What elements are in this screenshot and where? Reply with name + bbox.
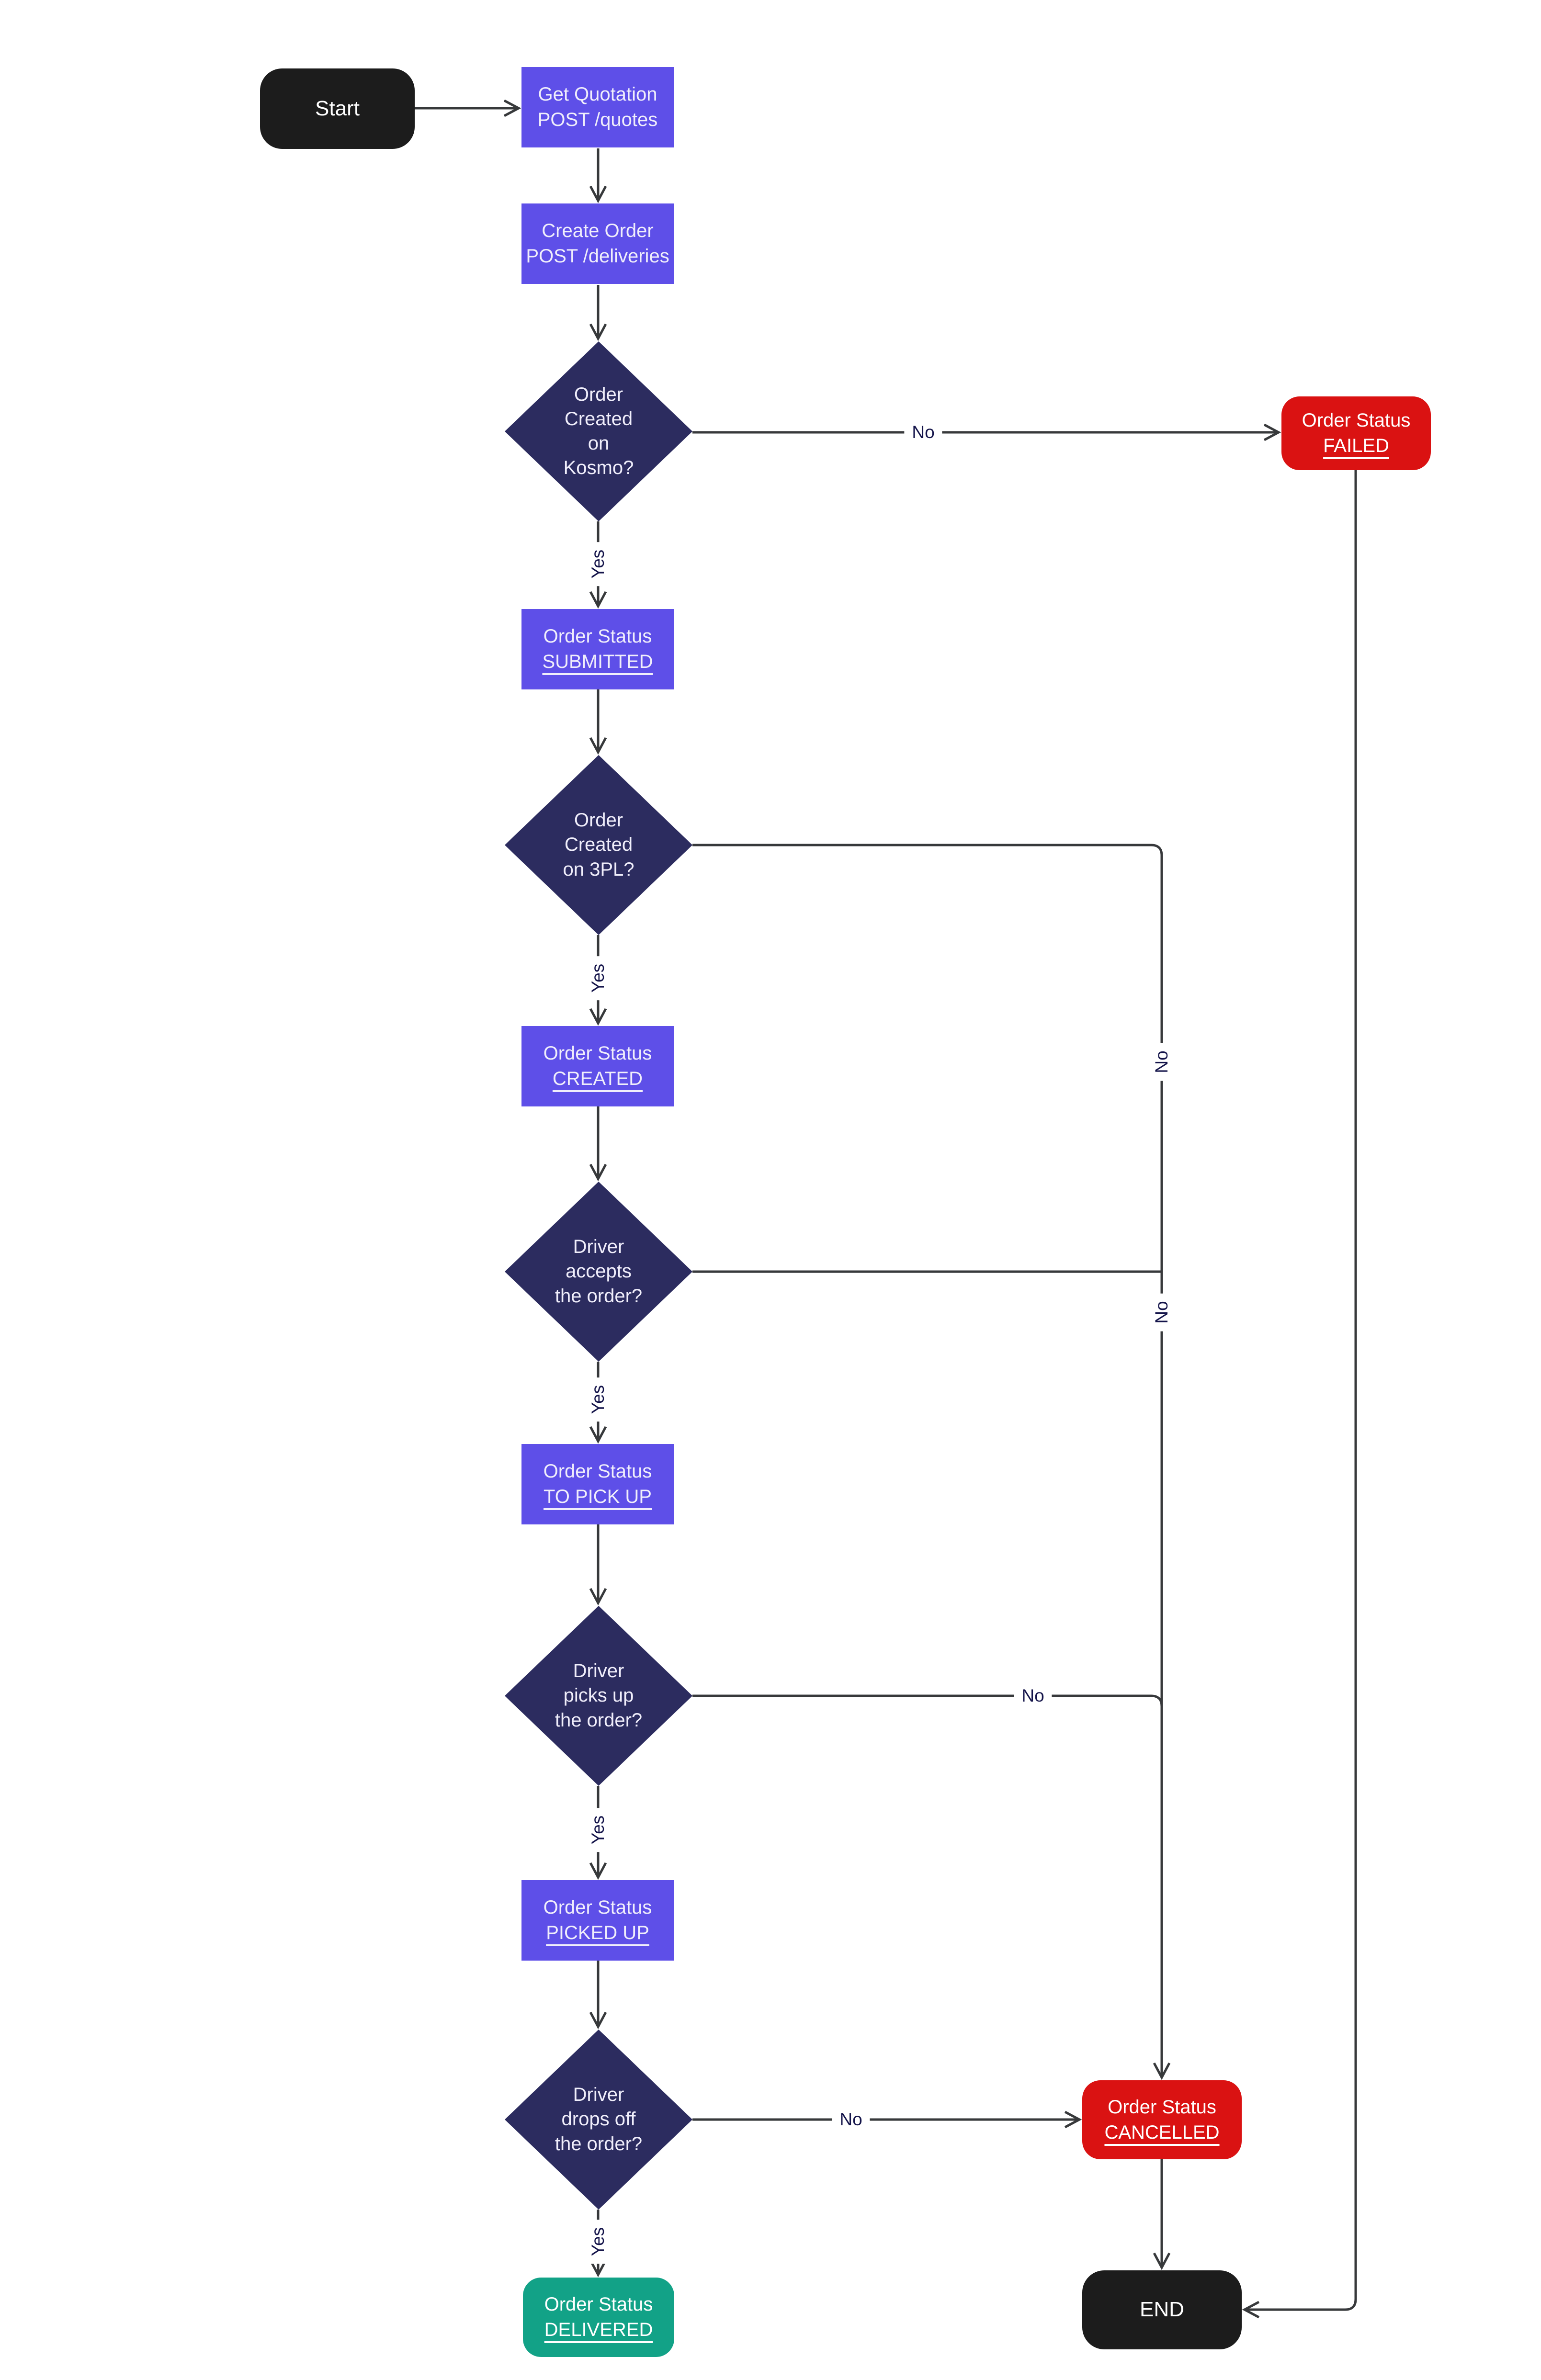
created-line2: CREATED	[552, 1068, 643, 1089]
edge-label-trunk-no-lower: No	[1151, 1293, 1173, 1331]
kosmo-line: on	[588, 433, 610, 454]
delivered-line1: Order Status	[544, 2294, 653, 2315]
accepts-line: Driver	[573, 1236, 624, 1258]
node-status-to-pick-up: Order Status TO PICK UP	[521, 1444, 674, 1524]
kosmo-line: Kosmo?	[563, 457, 634, 479]
node-start: Start	[260, 68, 415, 149]
create-order-line2: POST /deliveries	[526, 246, 669, 267]
dropsoff-line: drops off	[561, 2109, 636, 2130]
failed-line2: FAILED	[1323, 435, 1389, 456]
end-label: END	[1140, 2298, 1184, 2322]
threepl-line: on 3PL?	[563, 858, 635, 880]
submitted-line1: Order Status	[543, 626, 652, 647]
edge-label-accepts-yes: Yes	[587, 1377, 609, 1422]
edge-label-kosmo-no: No	[904, 421, 942, 443]
edge-label-dropsoff-yes: Yes	[587, 2219, 609, 2264]
node-status-delivered: Order Status DELIVERED	[523, 2278, 674, 2357]
get-quotation-line2: POST /quotes	[537, 109, 658, 130]
node-status-cancelled: Order Status CANCELLED	[1082, 2080, 1242, 2159]
cancelled-line1: Order Status	[1108, 2096, 1216, 2118]
edge-label-kosmo-yes: Yes	[587, 541, 609, 587]
failed-line1: Order Status	[1302, 410, 1411, 431]
delivered-line2: DELIVERED	[544, 2319, 653, 2340]
picksup-line: the order?	[555, 1709, 643, 1731]
connector-picksup-no-to-trunk	[692, 1694, 1163, 1707]
topickup-line2: TO PICK UP	[544, 1486, 652, 1507]
get-quotation-line1: Get Quotation	[538, 84, 657, 105]
connector-failed-to-end	[1242, 470, 1357, 2319]
edge-label-picksup-yes: Yes	[587, 1807, 609, 1852]
dropsoff-line: the order?	[555, 2133, 643, 2154]
edge-label-3pl-yes: Yes	[587, 956, 609, 1001]
submitted-line2: SUBMITTED	[542, 651, 653, 672]
kosmo-line: Order	[574, 384, 623, 405]
create-order-line1: Create Order	[542, 220, 654, 242]
pickedup-line2: PICKED UP	[546, 1922, 649, 1943]
node-create-order: Create Order POST /deliveries	[521, 203, 674, 284]
node-status-picked-up: Order Status PICKED UP	[521, 1880, 674, 1961]
cancelled-line2: CANCELLED	[1104, 2121, 1220, 2143]
edge-label-trunk-no-upper: No	[1151, 1043, 1173, 1081]
threepl-line: Order	[574, 810, 623, 831]
edge-label-picksup-no: No	[1014, 1685, 1052, 1707]
edge-label-dropsoff-no: No	[832, 2109, 870, 2131]
node-status-submitted: Order Status SUBMITTED	[521, 609, 674, 689]
picksup-line: Driver	[573, 1660, 624, 1682]
picksup-line: picks up	[563, 1685, 634, 1706]
node-end: END	[1082, 2270, 1242, 2349]
pickedup-line1: Order Status	[543, 1897, 652, 1918]
connector-3pl-no-trunk-to-cancelled	[692, 844, 1171, 2080]
kosmo-line: Created	[564, 408, 633, 429]
start-label: Start	[315, 96, 360, 120]
node-status-failed: Order Status FAILED	[1281, 396, 1431, 470]
node-status-created: Order Status CREATED	[521, 1026, 674, 1106]
topickup-line1: Order Status	[543, 1461, 652, 1482]
accepts-line: the order?	[555, 1285, 643, 1307]
accepts-line: accepts	[566, 1261, 632, 1282]
threepl-line: Created	[564, 834, 633, 856]
dropsoff-line: Driver	[573, 2084, 624, 2106]
node-get-quotation: Get Quotation POST /quotes	[521, 67, 674, 147]
created-line1: Order Status	[543, 1043, 652, 1064]
